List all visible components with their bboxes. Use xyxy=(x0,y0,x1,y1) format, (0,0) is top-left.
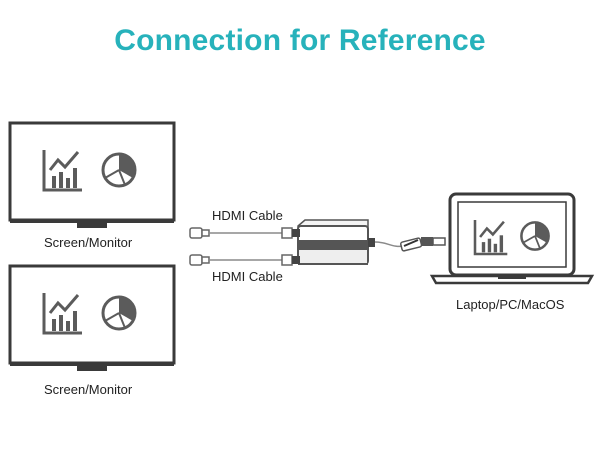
usb-cable xyxy=(374,237,446,252)
monitor-bottom xyxy=(8,264,176,371)
monitor-bottom-label: Screen/Monitor xyxy=(44,382,133,397)
hdmi-cable-bottom xyxy=(189,254,293,266)
hdmi-cable-top xyxy=(189,227,293,239)
monitor-top xyxy=(8,121,176,228)
page-title: Connection for Reference xyxy=(114,24,486,57)
laptop xyxy=(429,192,595,285)
laptop-label: Laptop/PC/MacOS xyxy=(456,297,565,312)
hdmi-cable-bottom-label: HDMI Cable xyxy=(212,269,283,284)
hdmi-cable-top-label: HDMI Cable xyxy=(212,208,283,223)
monitor-top-label: Screen/Monitor xyxy=(44,235,133,250)
hdmi-splitter-icon xyxy=(292,219,375,265)
